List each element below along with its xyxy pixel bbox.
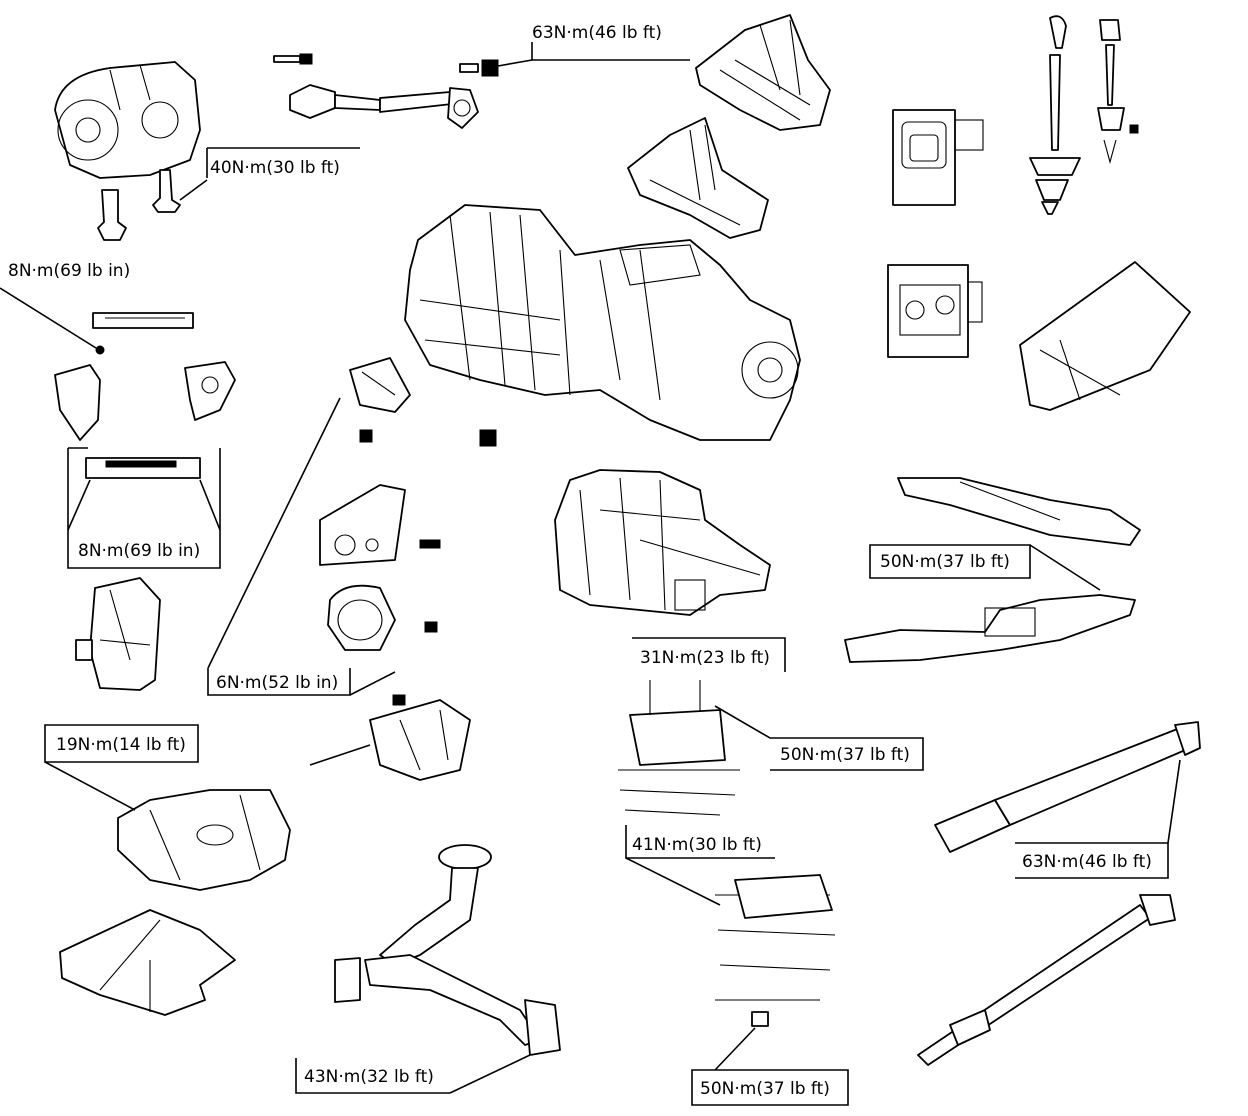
mount-bracket-middle-part — [319, 484, 406, 566]
heat-shield-left-part — [75, 577, 161, 691]
front-driveshaft-part — [273, 53, 479, 129]
torque-label-6: 6N·m(52 lb in) — [216, 673, 338, 693]
crossmember-upper-part — [897, 477, 1141, 546]
skid-plate-upper-part — [117, 789, 291, 891]
torque-label-50-bottom: 50N·m(37 lb ft) — [700, 1079, 830, 1099]
shift-lever-right-part — [1097, 19, 1139, 165]
torque-label-63-right: 63N·m(46 lb ft) — [1022, 852, 1152, 872]
shift-lever-left-part — [1029, 15, 1081, 215]
torque-label-8-left: 8N·m(69 lb in) — [8, 261, 130, 281]
skid-plate-lower-part — [59, 909, 236, 1016]
rear-driveshaft-lower-part — [917, 894, 1176, 1066]
crossmember-lower-part — [844, 594, 1136, 663]
shift-boot-upper-part — [695, 14, 831, 131]
driveshaft-bolt-part — [459, 59, 499, 77]
torque-label-41: 41N·m(30 lb ft) — [632, 835, 762, 855]
transmission-assembly-part — [404, 204, 801, 441]
torque-label-50-mount: 50N·m(37 lb ft) — [780, 745, 910, 765]
dust-cover-part — [327, 584, 396, 651]
rear-mount-part — [618, 680, 740, 816]
torque-label-63-top: 63N·m(46 lb ft) — [532, 23, 662, 43]
engine-housing-part — [54, 61, 201, 241]
rear-driveshaft-upper-part — [934, 721, 1201, 853]
crossmember-section-part — [715, 874, 836, 1027]
torque-label-19: 19N·m(14 lb ft) — [56, 735, 186, 755]
bolts-part — [95, 345, 497, 706]
insulator-bracket-part — [92, 312, 194, 329]
shift-boot-lower-part — [627, 117, 769, 239]
transfer-case-part — [554, 469, 771, 616]
heat-deflector-right-part — [1019, 261, 1191, 411]
leader-lines — [0, 42, 1181, 1106]
clutch-release-part — [309, 699, 471, 781]
torque-label-43: 43N·m(32 lb ft) — [304, 1067, 434, 1087]
torque-label-8-mount: 8N·m(69 lb in) — [78, 541, 200, 561]
torque-label-31: 31N·m(23 lb ft) — [640, 648, 770, 668]
exhaust-pipe-part — [334, 844, 561, 1056]
shift-plate-upper-part — [892, 109, 984, 206]
torque-label-40: 40N·m(30 lb ft) — [210, 158, 340, 178]
shift-plate-lower-part — [887, 264, 983, 358]
rubber-insulator-part — [349, 357, 411, 413]
mount-brackets-part — [54, 361, 236, 479]
torque-label-50-crossmember: 50N·m(37 lb ft) — [880, 552, 1010, 572]
